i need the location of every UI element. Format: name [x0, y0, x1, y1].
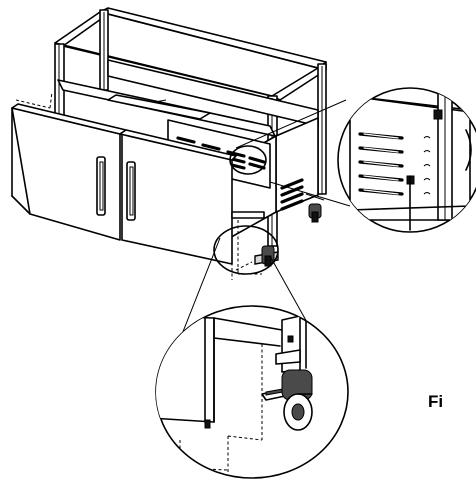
figure-label: Fi	[428, 392, 444, 411]
detail-magnifier-bracket	[229, 87, 476, 233]
left-handle	[96, 156, 106, 216]
right-door	[119, 129, 237, 265]
caster-left	[254, 245, 279, 267]
right-handle	[126, 161, 136, 221]
detail-vents	[358, 132, 431, 196]
caster-right	[305, 193, 325, 223]
detail-magnifier-caster	[155, 225, 349, 479]
left-door	[11, 91, 127, 241]
grill-cart	[11, 7, 327, 280]
